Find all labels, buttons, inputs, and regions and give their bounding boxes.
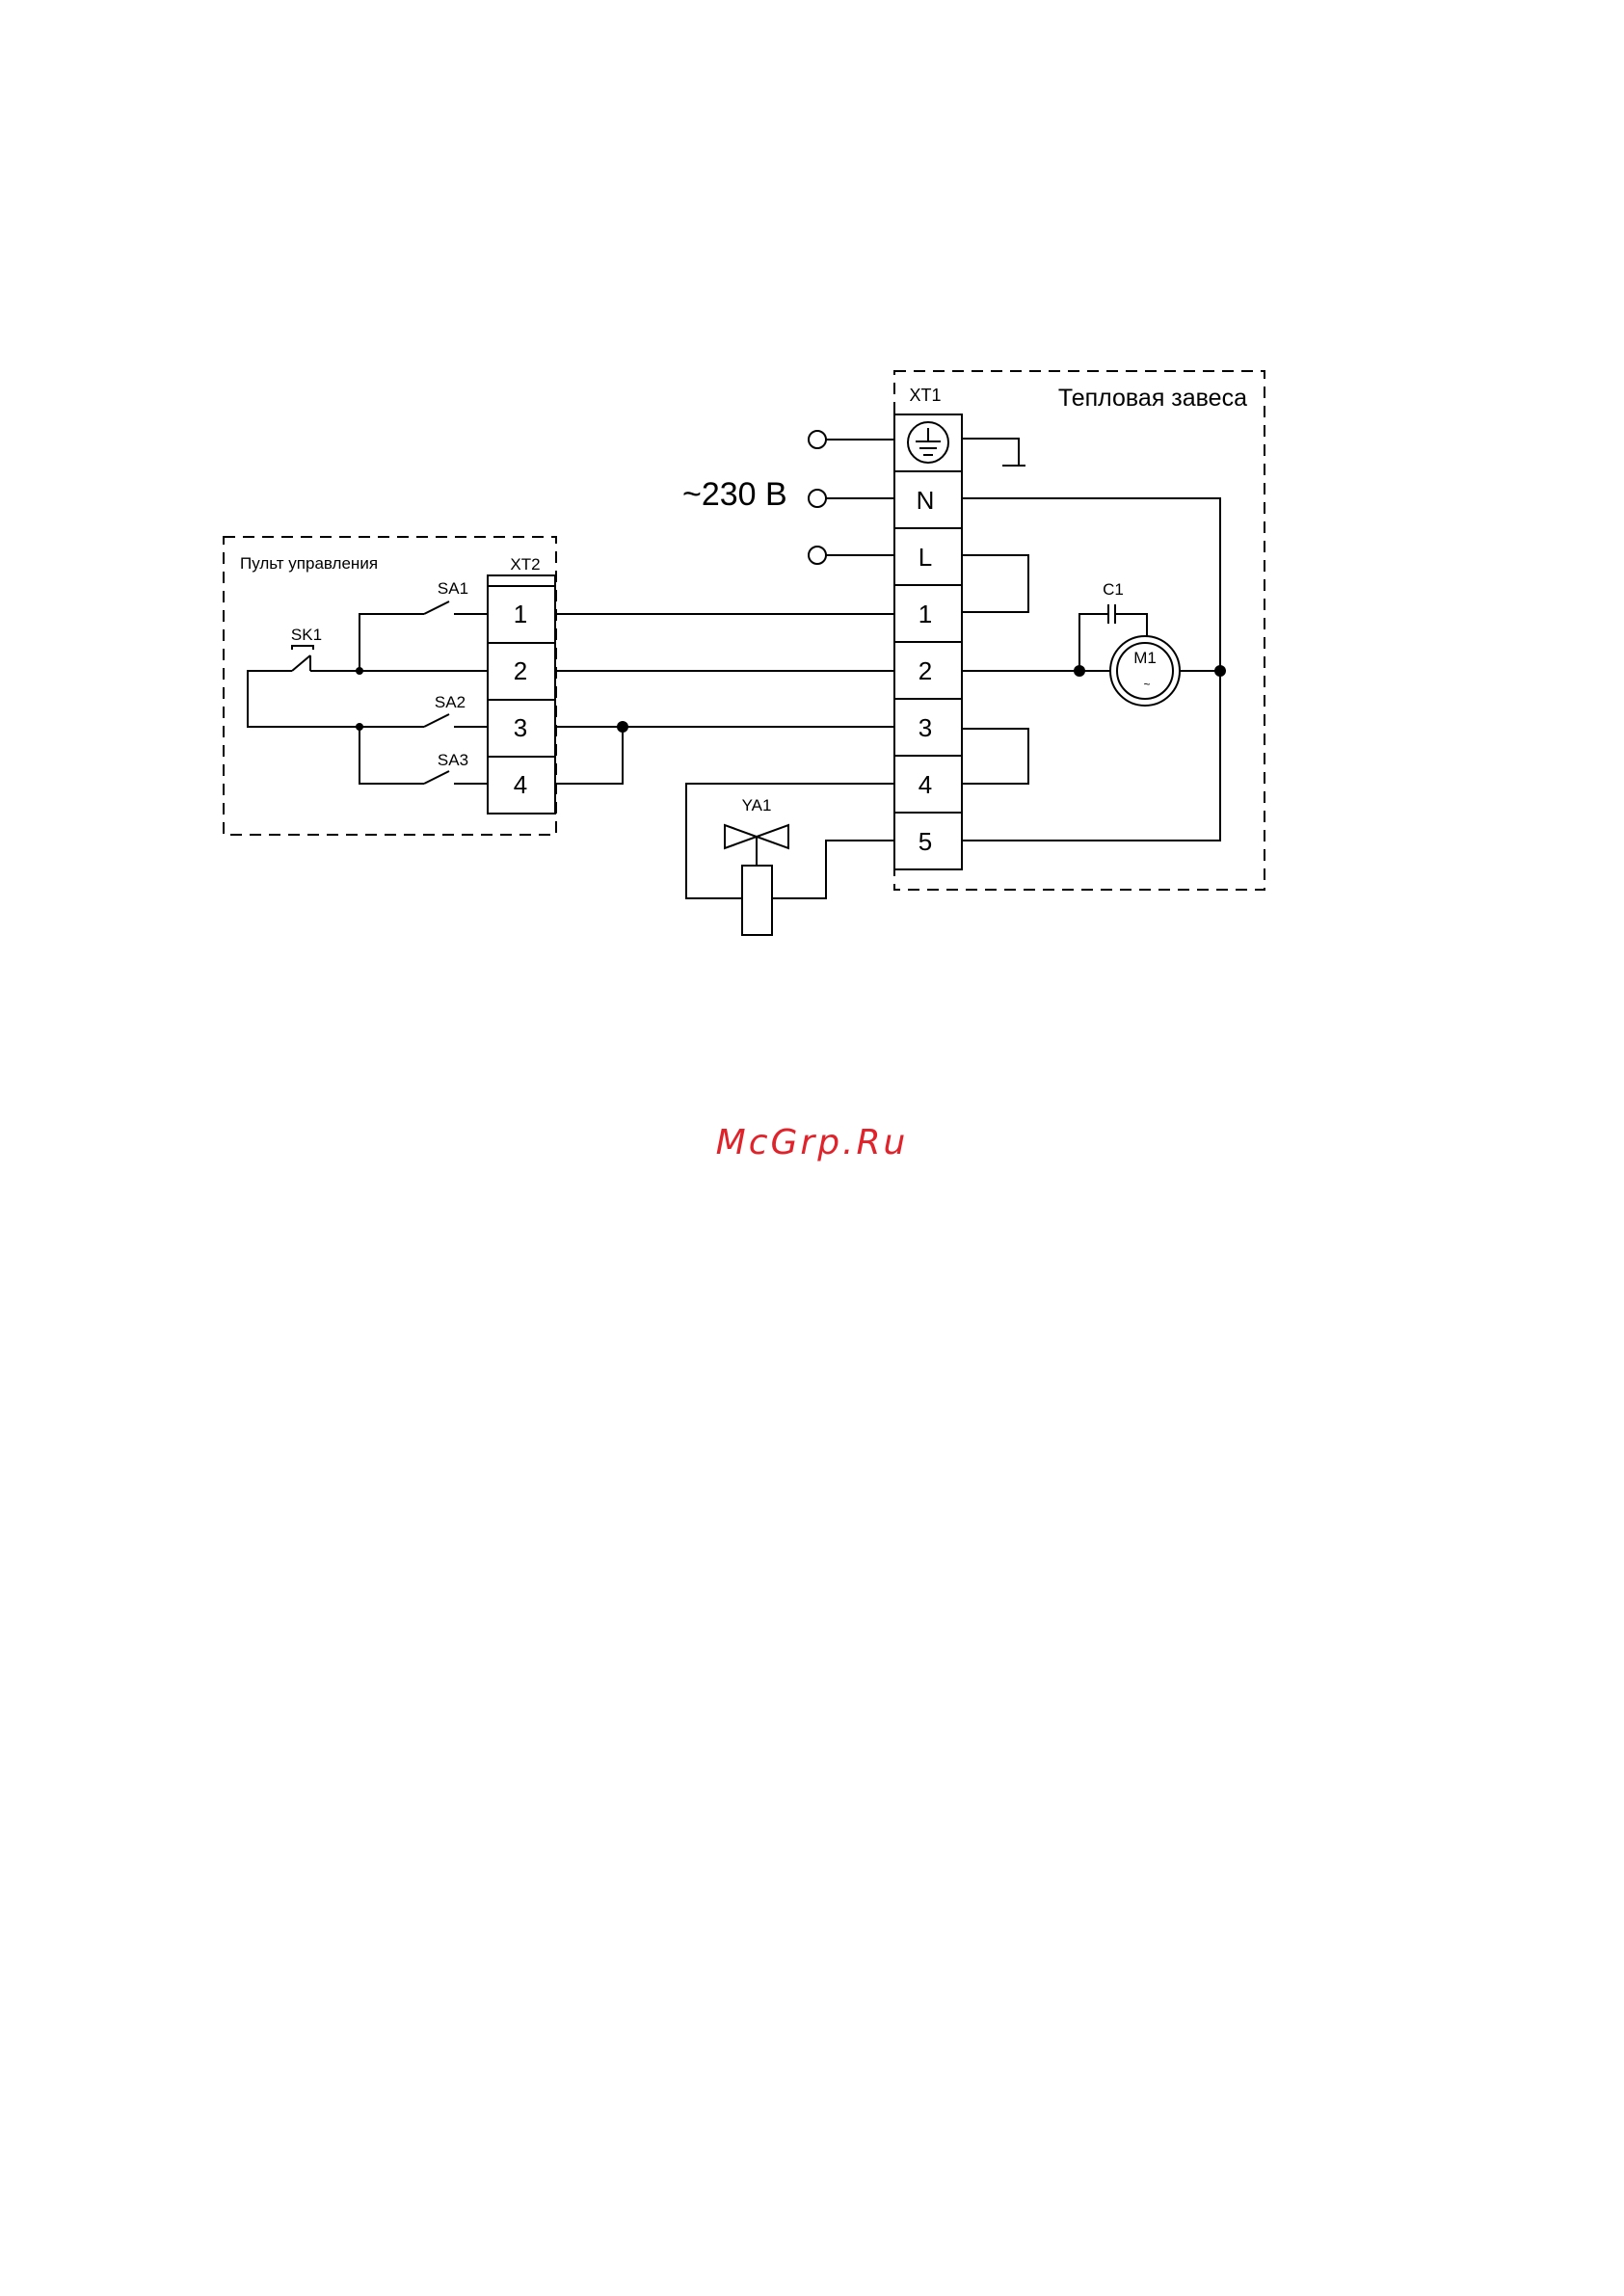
xt2-terminal-3: 3 (514, 713, 527, 742)
supply-terminal-n (809, 490, 826, 507)
xt1-terminal-3: 3 (918, 713, 932, 742)
motor-icon (1110, 636, 1180, 706)
watermark: McGrp.Ru (0, 1123, 1624, 1162)
switch-sa3-icon (424, 771, 449, 784)
valve-coil (742, 866, 772, 935)
switch-sa1-label: SA1 (438, 579, 468, 598)
capacitor-c1-label: C1 (1103, 580, 1124, 599)
jumper-3-4 (962, 729, 1028, 784)
xt1-label: XT1 (909, 386, 941, 405)
motor-ac-symbol: ~ (1143, 678, 1150, 691)
xt1-terminal-l: L (918, 543, 932, 572)
xt1-terminal-4: 4 (918, 770, 932, 799)
supply-terminal-pe (809, 431, 826, 448)
panel-wire-sa3 (359, 727, 424, 784)
xt2-label: XT2 (510, 555, 540, 574)
jumper-xt2-3-4 (555, 727, 623, 784)
xt2-terminal-2: 2 (514, 656, 527, 685)
ground-wire (962, 439, 1019, 466)
panel-wire-loop (248, 671, 424, 727)
xt2-terminal-4: 4 (514, 770, 527, 799)
xt1-terminal-1: 1 (918, 600, 932, 628)
junction-dot (1214, 665, 1226, 677)
thermostat-sk1-icon (292, 646, 313, 671)
junction-dot (356, 723, 363, 731)
xt1-terminal-5: 5 (918, 827, 932, 856)
panel-wire-2 (359, 614, 488, 671)
wire-n-to-motor (962, 498, 1220, 841)
switch-sa1-icon (424, 601, 449, 614)
valve-wire (772, 841, 894, 898)
motor-m1-label: M1 (1133, 649, 1157, 667)
switch-sa2-icon (424, 714, 449, 727)
xt2-terminal-1: 1 (514, 600, 527, 628)
supply-terminal-l (809, 547, 826, 564)
switch-sa2-label: SA2 (435, 693, 466, 711)
capacitor-wire (1115, 614, 1147, 636)
junction-dot (617, 721, 628, 733)
junction-dot (356, 667, 363, 675)
xt2-cell-top (488, 575, 555, 586)
xt1-terminal-2: 2 (918, 656, 932, 685)
thermostat-sk1-label: SK1 (291, 626, 322, 644)
jumper-l-1 (962, 555, 1028, 612)
capacitor-wire (1079, 614, 1108, 671)
supply-terminals (809, 431, 894, 564)
control-panel-label: Пульт управления (240, 554, 378, 573)
xt1-terminal-n: N (917, 486, 935, 515)
capacitor-icon (1108, 604, 1115, 624)
xt1-terminal-block (894, 414, 962, 869)
switch-sa3-label: SA3 (438, 751, 468, 769)
valve-ya1-label: YA1 (742, 796, 772, 814)
heat-curtain-label: Тепловая завеса (1058, 385, 1247, 412)
supply-voltage-label: ~230 В (682, 476, 787, 513)
